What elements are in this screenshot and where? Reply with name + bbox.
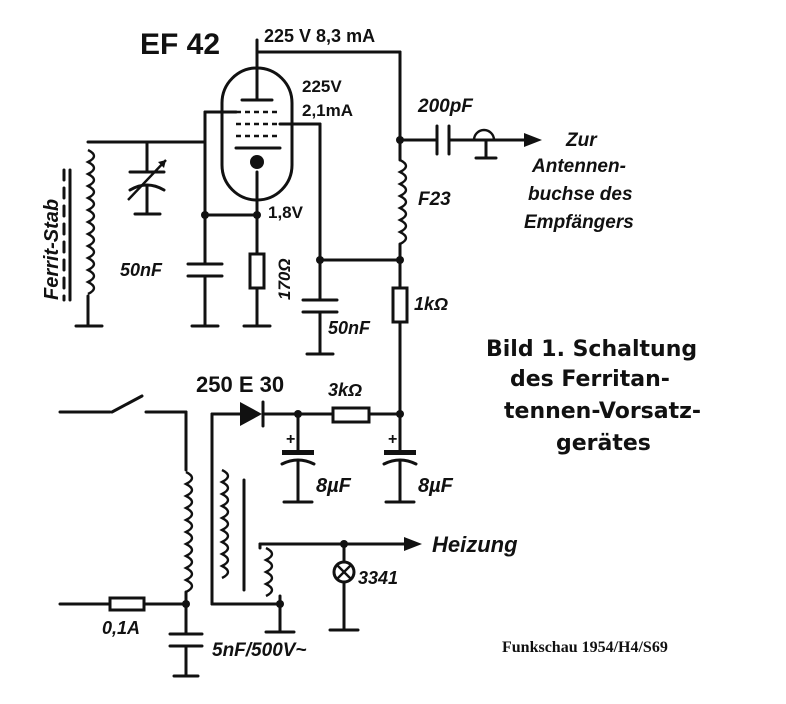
filter-cap1-label: 8µF: [316, 475, 352, 497]
screen-capacitor: [301, 256, 404, 356]
power-filter: + +: [210, 400, 418, 504]
coil-label: F23: [418, 189, 451, 210]
heater-label: Heizung: [432, 532, 518, 557]
ef42-tube: [203, 38, 322, 262]
grid-cap-label: 50nF: [120, 260, 163, 280]
output-note-line2: Antennen-: [531, 156, 626, 177]
caption-line1: Bild 1. Schaltung: [486, 337, 697, 362]
plate-resistor-label: 1kΩ: [414, 294, 448, 314]
filter-cap2-label: 8µF: [418, 475, 454, 497]
lamp-label: 3341: [358, 568, 398, 588]
mains-input: [58, 394, 422, 678]
supply-label: 225 V 8,3 mA: [264, 26, 375, 46]
screen-cap-label: 50nF: [328, 318, 371, 338]
svg-text:+: +: [388, 431, 397, 448]
svg-text:+: +: [286, 431, 295, 448]
caption-line4: gerätes: [556, 431, 651, 456]
fuse-label: 0,1A: [102, 618, 140, 638]
plate-current-label: 2,1mA: [302, 101, 353, 120]
cathode-network: [186, 211, 272, 328]
tube-type-label: EF 42: [140, 28, 220, 61]
ferrite-label: Ferrit-Stab: [41, 199, 63, 300]
caption-line2: des Ferritan-: [510, 367, 670, 392]
plate-voltage-label: 225V: [302, 77, 342, 96]
caption-line3: tennen-Vorsatz-: [504, 399, 701, 424]
ferrite-antenna: [62, 140, 207, 328]
filter-resistor-label: 3kΩ: [328, 380, 362, 400]
cathode-resistor-label: 170Ω: [275, 258, 294, 300]
line-cap-label: 5nF/500V~: [212, 640, 307, 661]
coupling-cap-label: 200pF: [417, 96, 474, 117]
plate-circuit: [255, 50, 542, 418]
rectifier-label: 250 E 30: [196, 372, 284, 397]
tuning-capacitor: [127, 140, 167, 216]
cathode-voltage-label: 1,8V: [268, 203, 304, 222]
output-note-line3: buchse des: [528, 184, 633, 205]
output-note-line1: Zur: [565, 130, 598, 151]
source-credit: Funkschau 1954/H4/S69: [502, 639, 668, 656]
output-note-line4: Empfängers: [524, 212, 634, 233]
